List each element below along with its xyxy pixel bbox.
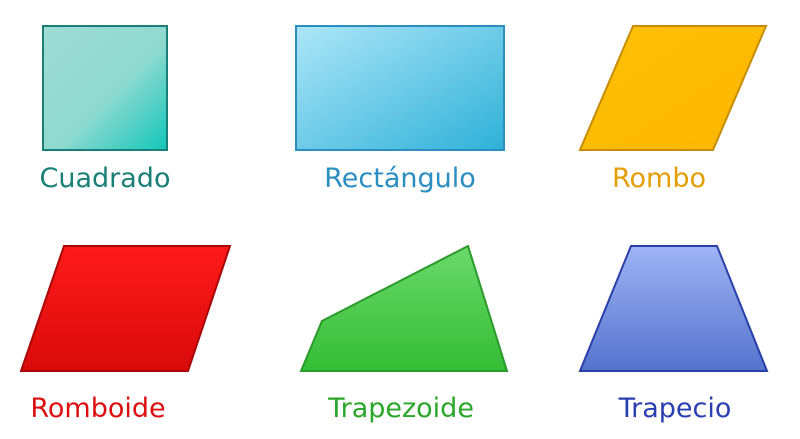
label-romboide: Romboide — [30, 393, 166, 424]
label-cuadrado: Cuadrado — [39, 163, 171, 194]
label-trapezoide: Trapezoide — [328, 393, 474, 424]
rectangle-shape — [295, 25, 505, 151]
rhomboid-shape — [19, 245, 232, 372]
trapezoid-irregular-shape — [299, 244, 509, 372]
square-shape — [42, 25, 168, 151]
trapezium-shape — [578, 245, 769, 372]
label-trapecio: Trapecio — [618, 393, 732, 424]
label-rectangulo: Rectángulo — [324, 163, 476, 194]
rhombus-shape — [578, 25, 768, 151]
label-rombo: Rombo — [611, 163, 707, 194]
